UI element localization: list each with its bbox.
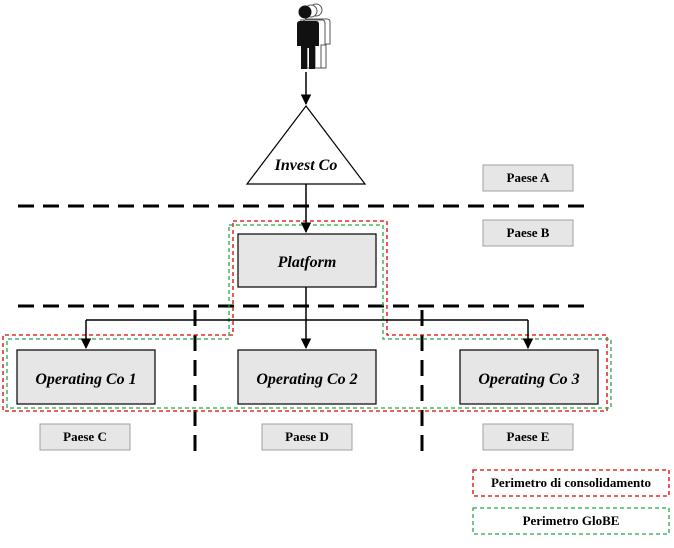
- country-tag-d-label: Paese D: [285, 429, 329, 444]
- operating-co-1-node: [16, 349, 156, 405]
- operating-co-3-node: [459, 349, 599, 405]
- operating-co-1-label: Operating Co 1: [35, 371, 136, 388]
- country-tag-e-label: Paese E: [507, 429, 550, 444]
- invest-co-label: Invest Co: [274, 157, 338, 174]
- consolidation-perimeter: [2, 220, 608, 412]
- country-tag-e: [482, 423, 574, 451]
- country-tag-b-label: Paese B: [507, 225, 550, 240]
- country-tag-c-label: Paese C: [63, 429, 107, 444]
- legend-consolidation: [472, 469, 670, 497]
- operating-co-2-node: [237, 349, 377, 405]
- legend-consolidation-label: Perimetro di consolidamento: [491, 475, 651, 490]
- legend-globe-label: Perimetro GloBE: [523, 513, 620, 528]
- operating-co-3-label: Operating Co 3: [478, 371, 579, 388]
- operating-co-2-label: Operating Co 2: [256, 371, 357, 388]
- platform-label: Platform: [277, 254, 337, 271]
- people-icon: [294, 3, 331, 69]
- legend-globe: [472, 507, 670, 535]
- platform-node: [237, 233, 377, 288]
- country-tag-b: [482, 219, 574, 247]
- country-tag-d: [261, 423, 353, 451]
- country-tag-a: [482, 164, 574, 192]
- globe-perimeter: [6, 224, 612, 409]
- country-tag-c: [39, 423, 131, 451]
- country-tag-a-label: Paese A: [507, 170, 551, 185]
